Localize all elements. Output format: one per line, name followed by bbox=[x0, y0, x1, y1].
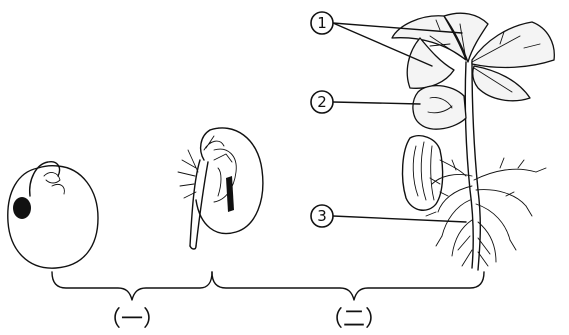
seed-coat bbox=[403, 136, 466, 211]
seedling bbox=[392, 13, 554, 270]
callout-marker-2: 2 bbox=[311, 91, 333, 113]
stage-label-one: （一） bbox=[99, 307, 165, 332]
root-system bbox=[426, 158, 546, 266]
cotyledon bbox=[413, 86, 466, 130]
true-leaves bbox=[392, 13, 554, 101]
callout-number-3: 3 bbox=[317, 207, 327, 225]
stage-label-two: （二） bbox=[321, 307, 387, 332]
callout-marker-1: 1 bbox=[311, 12, 333, 34]
brace-stage-two bbox=[212, 272, 484, 300]
brace-stage-one bbox=[52, 272, 212, 300]
seed-swelling bbox=[8, 162, 98, 268]
seed-germinating bbox=[178, 128, 263, 249]
callout-number-2: 2 bbox=[317, 93, 327, 111]
callout-number-1: 1 bbox=[317, 14, 327, 32]
callout-marker-3: 3 bbox=[311, 205, 333, 227]
